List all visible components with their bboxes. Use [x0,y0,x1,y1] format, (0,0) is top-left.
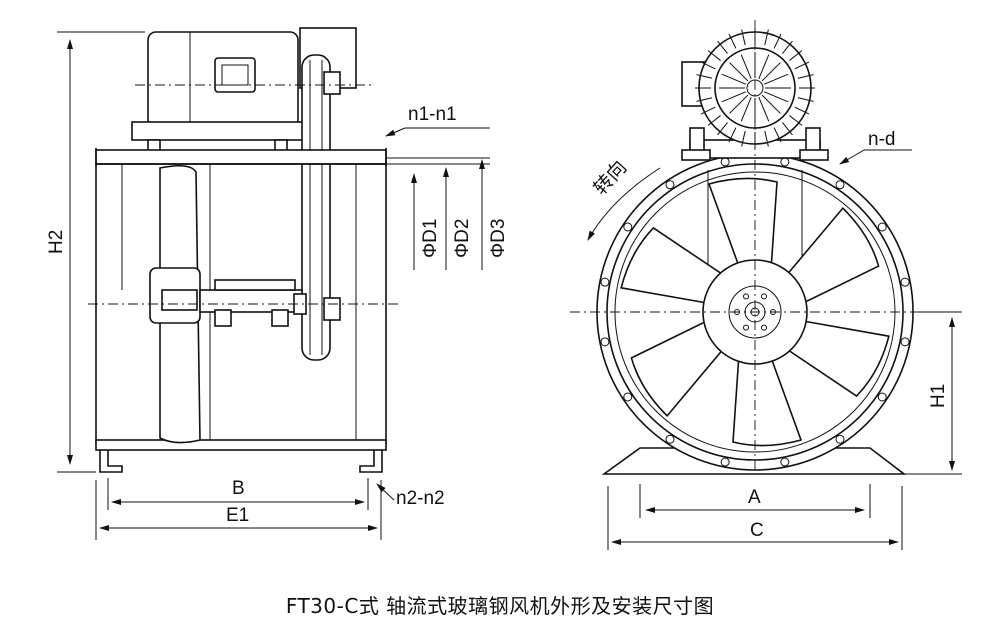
b-label: B [232,478,245,499]
d2-label: ΦD2 [452,219,473,258]
side-view: H2 n1-n1 ΦD1 ΦD2 ΦD3 B E1 n2-n2 [46,27,509,540]
front-view: 转向 n-d H1 A C [570,20,962,550]
nd-label: n-d [868,129,895,150]
e1-label: E1 [226,505,249,526]
figure-caption: FT30-C式 轴流式玻璃钢风机外形及安装尺寸图 [285,594,715,618]
h2-label: H2 [46,230,67,254]
n1-label: n1-n1 [408,104,457,125]
rotation-arrow [587,167,661,241]
bottom-flange [95,439,387,451]
top-flange [95,149,387,165]
h1-label: H1 [928,384,949,408]
rotation-label: 转向 [589,156,631,199]
belt-pulley [301,54,341,361]
d3-label: ΦD3 [488,219,509,258]
d1-label: ΦD1 [420,219,441,258]
impeller-blades [620,177,890,447]
flange-bolt-holes [600,157,910,467]
n2-label: n2-n2 [396,488,445,509]
c-label: C [750,520,764,541]
a-label: A [748,487,761,508]
